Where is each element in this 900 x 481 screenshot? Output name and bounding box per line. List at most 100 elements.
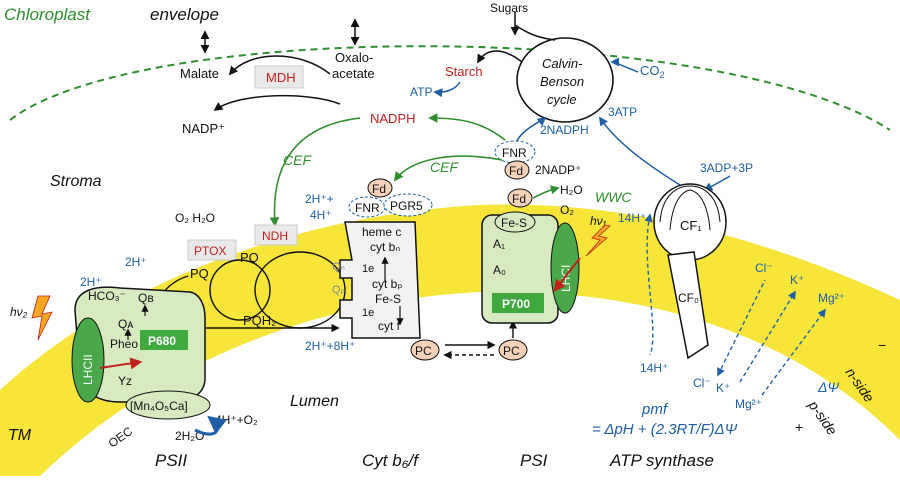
cl-top-label: Cl⁻: [755, 261, 773, 275]
cef-left-label: CEF: [283, 152, 312, 168]
nadph2-label: 2NADPH: [540, 123, 589, 137]
one-e-bottom-label: 1e: [362, 307, 374, 319]
calvin-line-1: Calvin-: [542, 56, 583, 71]
psii-caption: PSII: [155, 451, 187, 470]
p700-box: [492, 293, 544, 313]
h2o-label: H₂O: [560, 183, 583, 197]
envelope-arc: [9, 45, 891, 131]
pqh2-label: PQH₂: [243, 313, 276, 328]
water-split-arrow: [194, 415, 227, 436]
ndh-box: [254, 224, 298, 246]
k-top-label: K⁺: [790, 273, 804, 287]
photon-psi-arrow: [553, 257, 581, 292]
h2-psii-label: 2H⁺: [80, 275, 102, 289]
oec: [125, 390, 211, 420]
delta-psi-label: ΔΨ: [817, 379, 839, 395]
nadph-arrow: [428, 113, 506, 141]
pq-left-label: PQ: [190, 266, 209, 281]
hv1-label: hν₁: [590, 214, 607, 228]
p680-label: P680: [148, 334, 176, 348]
fd-cyt-label: Fd: [372, 182, 386, 196]
tm-label: TM: [8, 427, 32, 444]
cf0-label: CF₀: [678, 291, 699, 305]
mg-bottom-label: Mg²⁺: [735, 397, 762, 411]
pgr5: [383, 193, 433, 217]
fe-s-psi: [494, 211, 536, 233]
pc-right-label: PC: [503, 344, 520, 358]
a1-label: A₁: [493, 237, 505, 251]
mdh-arrow-bottom: [213, 94, 341, 112]
lhcii-label: LHCII: [81, 354, 95, 385]
oec-label: OEC: [106, 424, 136, 451]
cef-left-arrow: [269, 117, 361, 227]
fd-top-label: Fd: [509, 164, 523, 178]
photon-psii-arrow: [99, 357, 143, 370]
h14-top-label: 14H⁺: [618, 211, 646, 225]
photon-psii-icon: [31, 295, 53, 341]
pc-right: [498, 339, 528, 361]
cytb6f-caption: Cyt b₆/f: [362, 451, 420, 470]
calvin-cycle: [516, 37, 614, 123]
o2-h2o-label: O₂ H₂O: [175, 211, 215, 225]
minus-label: −: [878, 337, 886, 353]
h-top2-label: 4H⁺: [310, 208, 332, 222]
sugars-to-calvin-arrow: [514, 24, 556, 41]
h14-bottom-label: 14H⁺: [640, 361, 668, 375]
qn-label: Qₙ: [332, 261, 345, 273]
oxalo-label-2: acetate: [332, 66, 375, 81]
atp-starch-label: ATP: [410, 85, 432, 99]
hco3-label: HCO₃⁻: [88, 289, 126, 303]
cef-right-label: CEF: [430, 159, 459, 175]
qb-label: Qʙ: [138, 291, 154, 305]
k-channel-arrow: [739, 290, 796, 383]
starch-label: Starch: [445, 64, 483, 79]
h2-psii-b-label: 2H⁺: [125, 255, 147, 269]
p-side-label: p-side: [805, 397, 841, 438]
pheo-label: Pheo: [110, 337, 138, 351]
fd-mid: [507, 188, 533, 208]
photon-psi-icon: [585, 224, 611, 257]
fe-s-cyt-label: Fe-S: [375, 292, 401, 306]
nadp2-label: 2NADP⁺: [535, 163, 581, 177]
pc-left-label: PC: [415, 344, 432, 358]
adp-arrow: [703, 175, 731, 191]
qa-label: Qᴀ: [118, 317, 133, 331]
atp-to-calvin-arrow: [598, 116, 681, 186]
cf0-stalk: [667, 251, 709, 360]
ptox-label: PTOX: [194, 244, 226, 258]
heme-c-label: heme c: [362, 225, 401, 239]
fd-cyt: [367, 178, 393, 198]
wwc-arrow: [532, 185, 560, 199]
fnr-psi-label: FNR: [502, 146, 527, 160]
mdh-arrow-top: [228, 55, 331, 76]
ptox-box: [187, 239, 237, 261]
chloroplast-label: Chloroplast: [4, 5, 91, 24]
fnr-cyt-label: FNR: [355, 201, 380, 215]
co2-label: CO2: [640, 63, 665, 80]
calvin-line-3: cycle: [547, 92, 577, 107]
fnr-psi: [494, 140, 536, 164]
lumen-label: Lumen: [290, 393, 339, 410]
malate-label: Malate: [180, 66, 219, 81]
stroma-label: Stroma: [50, 173, 102, 190]
lhcii: [71, 317, 105, 403]
pq-right-label: PQ: [240, 250, 259, 265]
oxalo-label-1: Oxalo-: [335, 50, 373, 65]
yz-label: Yᴢ: [118, 374, 132, 388]
nadph-label: NADPH: [370, 111, 416, 126]
p680-box: [140, 330, 188, 350]
cyt-bp-label: cyt bₚ: [372, 277, 402, 291]
cyt-f-label: cyt f: [378, 319, 401, 333]
wwc-label: WWC: [595, 189, 632, 205]
cef-right-arrow: [393, 155, 503, 182]
calvin-line-2: Benson: [540, 74, 584, 89]
cf1-label: CF₁: [680, 218, 702, 233]
p700-label: P700: [502, 297, 530, 311]
cl-bottom-label: Cl⁻: [693, 376, 711, 390]
cl-channel-arrow: [717, 279, 766, 377]
pc-left: [410, 339, 440, 361]
envelope-label: envelope: [150, 5, 219, 24]
a0-label: A₀: [493, 263, 506, 277]
